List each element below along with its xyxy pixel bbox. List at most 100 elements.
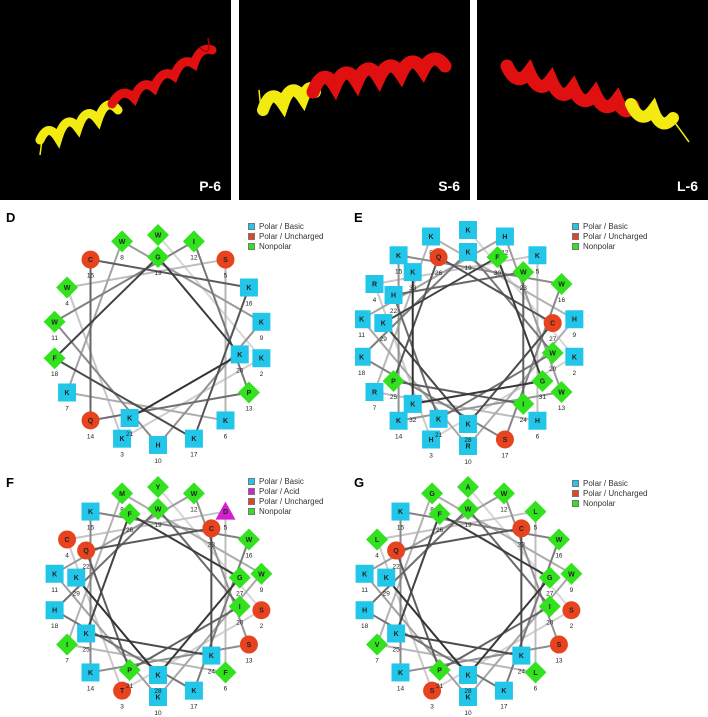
residue-letter: K xyxy=(362,571,367,578)
residue-basic-shape xyxy=(459,437,477,455)
residue-number: 16 xyxy=(245,553,253,560)
residue-basic-shape xyxy=(384,286,403,304)
residue-basic-shape xyxy=(202,646,221,665)
residue-basic-shape xyxy=(216,411,235,430)
residue-basic-shape xyxy=(494,681,513,700)
residue-basic-shape xyxy=(459,666,477,684)
residue-letter: K xyxy=(465,250,470,257)
residue-nonpolar-shape xyxy=(56,276,79,299)
residue-nonpolar-shape xyxy=(214,661,237,684)
legend-item-basic: Polar / Basic xyxy=(572,479,647,489)
residue-nonpolar-shape xyxy=(421,482,444,505)
helical-wheel-f: Y1S2T3C4D5F6I7M8W9K10K11W12S13K14K15W16K… xyxy=(45,476,273,717)
residue-number: 16 xyxy=(245,301,253,308)
residue-number: 10 xyxy=(464,459,472,465)
residue-number: 17 xyxy=(501,452,509,459)
residue-number: 4 xyxy=(65,301,69,308)
residue-uncharged-shape xyxy=(429,248,448,267)
residue-number: 7 xyxy=(65,406,69,413)
residue-letter: I xyxy=(193,239,195,246)
legend-label: Polar / Uncharged xyxy=(583,489,648,498)
residue-number: 5 xyxy=(536,268,540,275)
residue-uncharged-shape xyxy=(387,541,406,560)
residue-number: 25 xyxy=(393,647,401,654)
structure-name-p6: P-6 xyxy=(199,178,221,194)
residue-number: 6 xyxy=(536,434,540,441)
residue-letter: F xyxy=(52,356,57,363)
residue-nonpolar-shape xyxy=(486,246,509,269)
residue-letter: A xyxy=(465,485,470,492)
residue-uncharged-shape xyxy=(543,314,562,333)
residue-number: 2 xyxy=(570,623,574,630)
residue-letter: I xyxy=(522,401,524,408)
wheel-connector xyxy=(398,254,562,285)
legend-label: Polar / Acid xyxy=(259,487,300,496)
wheel-connector xyxy=(395,527,522,552)
residue-number: 21 xyxy=(126,431,134,438)
wheel-connector xyxy=(385,576,469,676)
residue-nonpolar-shape xyxy=(111,482,134,505)
residue-number: 11 xyxy=(51,335,58,342)
residue-number: 14 xyxy=(397,685,405,692)
legend-item-nonpolar: Nonpolar xyxy=(572,242,647,252)
panel-letter-d: D xyxy=(6,210,16,225)
residue-number: 9 xyxy=(260,335,264,342)
residue-uncharged-shape xyxy=(113,681,132,700)
residue-letter: R xyxy=(465,444,470,451)
wheel-connector xyxy=(66,492,124,645)
residue-letter: I xyxy=(549,604,551,611)
residue-number: 26 xyxy=(435,270,443,277)
residue-letter: C xyxy=(65,537,70,544)
residue-basic-shape xyxy=(387,624,406,643)
wheel-connector xyxy=(90,258,250,289)
residue-number: 2 xyxy=(260,371,264,378)
residue-letter: K xyxy=(191,688,196,695)
residue-number: 29 xyxy=(383,591,391,598)
residue-number: 9 xyxy=(260,587,264,594)
residue-basic-shape xyxy=(459,243,477,261)
residue-letter: G xyxy=(547,575,553,582)
residue-number: 19 xyxy=(154,522,162,529)
residue-letter: W xyxy=(119,239,126,246)
residue-number: 8 xyxy=(120,506,124,513)
wheel-connector xyxy=(392,294,440,420)
wheel-connector xyxy=(467,486,573,611)
legend-swatch xyxy=(572,480,579,488)
residue-letter: K xyxy=(465,228,470,235)
wheel-connector xyxy=(129,605,241,671)
wheel-connector xyxy=(364,492,505,575)
residue-basic-shape xyxy=(389,411,408,430)
residue-letter: S xyxy=(259,608,264,615)
residue-number: 16 xyxy=(555,553,563,560)
residue-letter: P xyxy=(391,379,396,386)
residue-letter: W xyxy=(191,491,198,498)
residue-letter: W xyxy=(558,282,565,289)
legend-swatch xyxy=(572,223,579,231)
residue-basic-shape xyxy=(184,429,203,448)
residue-basic-shape xyxy=(81,663,100,682)
residue-number: 21 xyxy=(126,683,134,690)
residue-basic-shape xyxy=(77,624,96,643)
residue-number: 15 xyxy=(87,525,95,532)
residue-letter: G xyxy=(429,491,435,498)
residue-letter: K xyxy=(65,390,70,397)
residue-letter: H xyxy=(502,234,507,241)
residue-number: 5 xyxy=(224,273,228,280)
residue-nonpolar-shape xyxy=(43,347,66,370)
residue-number: 18 xyxy=(358,370,366,377)
residue-uncharged-shape xyxy=(81,250,100,269)
residue-number: 14 xyxy=(87,433,95,440)
wheel-connector xyxy=(157,573,263,698)
residue-letter: K xyxy=(88,670,93,677)
wheel-connector xyxy=(439,513,551,579)
wheel-connector xyxy=(393,380,524,405)
residue-letter: K xyxy=(209,653,214,660)
legend-swatch xyxy=(572,233,579,241)
residue-letter: M xyxy=(119,491,125,498)
residue-nonpolar-shape xyxy=(366,633,389,656)
residue-nonpolar-shape xyxy=(118,503,141,526)
residue-number: 4 xyxy=(375,553,379,560)
residue-number: 21 xyxy=(435,432,443,439)
